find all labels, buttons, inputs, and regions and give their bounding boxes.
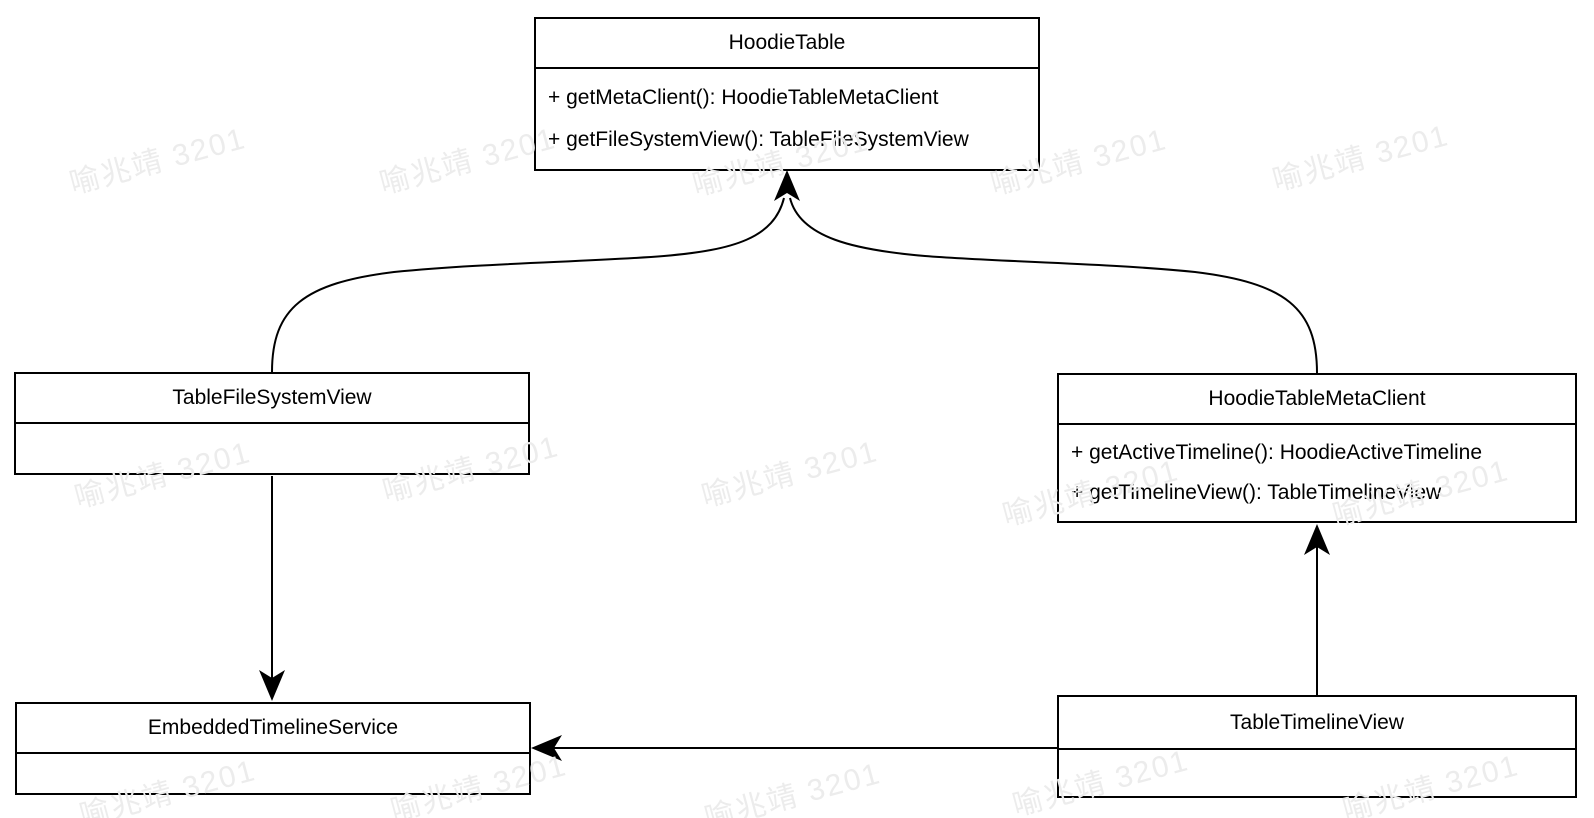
class-title: HoodieTable [536,19,1038,69]
class-title: EmbeddedTimelineService [17,704,529,754]
class-methods [1059,750,1575,796]
class-methods: + getMetaClient(): HoodieTableMetaClient… [536,69,1038,169]
watermark-text: 喻兆靖 3201 [66,122,250,201]
class-hoodietablemetaclient: HoodieTableMetaClient + getActiveTimelin… [1057,373,1577,523]
arrowhead-down-embeddedtimelineservice [259,670,285,701]
watermark-text: 喻兆靖 3201 [701,757,885,818]
class-hoodietable: HoodieTable + getMetaClient(): HoodieTab… [534,17,1040,171]
class-methods [16,424,528,473]
arrowhead-up-hoodietablemetaclient [1304,524,1330,555]
class-embeddedtimelineservice: EmbeddedTimelineService [15,702,531,795]
class-tabletimelineview: TableTimelineView [1057,695,1577,798]
class-tablefilesystemview: TableFileSystemView [14,372,530,475]
watermark-text: 喻兆靖 3201 [698,435,882,514]
watermark-text: 喻兆靖 3201 [1269,119,1453,198]
arrowhead-left-embeddedtimelineservice [531,735,562,761]
edge-hoodietablemetaclient-to-hoodietable [789,197,1318,374]
class-methods [17,754,529,793]
method: + getFileSystemView(): TableFileSystemVi… [548,127,969,151]
edge-tablefilesystemview-to-hoodietable [271,197,785,373]
class-title: TableTimelineView [1059,697,1575,750]
watermark-text: 喻兆靖 3201 [376,122,560,201]
class-title: TableFileSystemView [16,374,528,424]
class-title: HoodieTableMetaClient [1059,375,1575,425]
method: + getTimelineView(): TableTimelineView [1071,481,1442,504]
arrowhead-up-hoodietable [774,170,800,201]
method: + getMetaClient(): HoodieTableMetaClient [548,86,939,110]
class-methods: + getActiveTimeline(): HoodieActiveTimel… [1059,425,1575,521]
method: + getActiveTimeline(): HoodieActiveTimel… [1071,441,1483,464]
